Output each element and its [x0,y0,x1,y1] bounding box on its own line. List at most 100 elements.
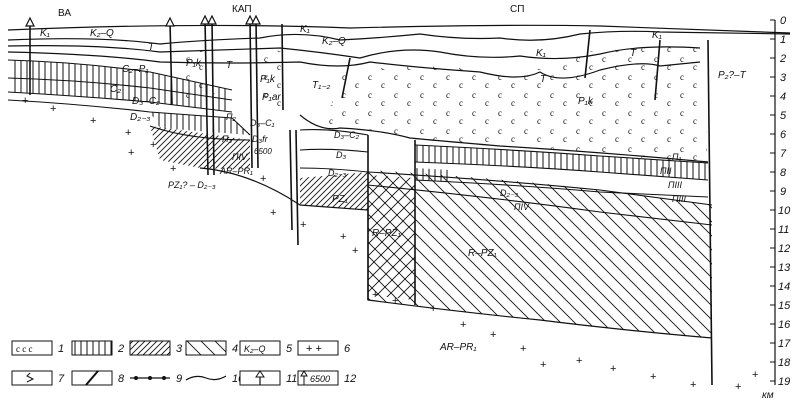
depth-tick-label: 4 [780,91,786,103]
depth-tick-label: 10 [778,205,791,217]
unit-label: P₁k [260,74,276,85]
well-marker [207,14,217,25]
depth-tick-label: 14 [778,281,790,293]
layer-fills [10,45,712,338]
svg-text:+ +: + + [306,343,322,355]
svg-text:+: + [300,219,306,231]
horizon-pi2 [414,161,709,181]
unit-label: ΠIII [668,180,683,190]
depth-tick-label: 16 [778,319,791,331]
unit-label: ΠIV [514,202,530,212]
unit-label: T [148,42,155,53]
legend-number: 1 [58,343,64,355]
fault-line [211,19,215,176]
svg-text:c c c: c c c [16,344,32,354]
svg-text:+: + [610,363,616,375]
unit-label: K₂–Q [90,28,114,39]
svg-text:+: + [490,329,496,341]
horizon-d23-right [367,171,713,206]
svg-text:+: + [260,173,266,185]
depth-tick-label: 2 [779,53,786,65]
depth-tick-label: 13 [778,262,791,274]
depth-tick-label: 12 [778,243,790,255]
horizon-pi3 [414,179,709,198]
horizon-d3c2-mid [299,129,369,136]
depth-tick-label: 0 [780,15,787,27]
horizon-d23-mid [299,167,369,173]
unit-label: K₁ [652,30,662,41]
horizon-k1 [7,30,791,45]
depth-scale: 0 1 2 3 4 5 6 7 8 9 10 11 12 13 14 15 16… [762,15,791,401]
svg-text:+: + [735,381,741,393]
legend-item: c c c 1 [11,340,64,356]
fault-line [654,39,661,101]
unit-label: T [540,74,547,85]
horizon-c2 [7,77,233,101]
unit-label: C₂ [110,84,121,95]
unit-label: R–PZ₁ [468,248,497,259]
horizon-k1-b [7,45,701,60]
faults [29,19,713,386]
depth-unit: км [762,390,774,401]
depth-tick-label: 9 [780,186,786,198]
pz1-zone-mid [300,172,368,210]
legend-item: 11 [239,370,297,386]
svg-text:+: + [372,289,378,301]
svg-text:+: + [540,359,546,371]
unit-label: D₂₋₃ [328,168,347,178]
unit-label: T₁₋₂ [312,80,331,91]
svg-text:+: + [50,103,56,115]
pz1-zone-left [150,126,250,170]
legend-item: 10 [185,373,245,385]
legend-item: 4 [185,340,238,356]
fault-line [295,129,299,246]
unit-label: D₃–C₂ [334,130,360,140]
svg-text:+: + [690,379,696,391]
unit-label: D₃–C₁ [250,118,275,128]
legend-item: 2 [71,340,124,356]
unit-label: D₂₋₃ [130,112,150,123]
unit-label: PZ₁ [332,194,348,205]
unit-label: T [226,60,233,71]
r-pz1-left [368,175,415,300]
legend-number: 12 [344,373,356,385]
depth-tick-label: 1 [780,34,786,46]
basement-crosses: +++ +++ +++ +++ +++ +++ +++ +++ + [22,95,758,393]
legend-number: 9 [176,373,182,385]
fault-line [584,29,591,79]
unit-label: ΠIV [232,152,248,162]
legend-item: 8 [71,370,125,386]
carbonate-layer-left [10,60,230,112]
well-marker [251,14,261,25]
unit-label: Π₃ [222,134,233,144]
unit-label: 6500 [254,147,272,156]
svg-text:+: + [270,207,276,219]
depth-tick-label: 18 [778,357,791,369]
unit-label: P₂?–T [718,70,747,81]
depth-tick-label: 15 [778,300,791,312]
depth-tick-label: 3 [780,72,787,84]
unit-label: P₁k [186,58,202,69]
unit-label: D₃ [336,150,346,160]
fault-line [255,19,259,169]
profile-label-kap: КАП [232,4,252,15]
unit-label: K₂–Q [322,36,346,47]
well-marker [200,14,210,25]
fault-line [289,129,293,231]
svg-text:+: + [392,295,398,307]
svg-text:+: + [150,139,156,151]
svg-text:+: + [650,371,656,383]
horizon-d23 [7,99,251,136]
unit-label: ΠII [660,166,672,176]
legend: c c c 1 2 3 4 K₂–Q 5 + + 6 7 [11,340,356,386]
carbonate-band-right [415,145,708,180]
profile-label-va: ВА [58,8,71,19]
legend-number: 3 [176,343,183,355]
svg-text:+: + [752,369,758,381]
well-marker [245,14,255,25]
well-marker [165,16,175,27]
well-marker [25,16,35,27]
legend-number: 11 [286,373,297,385]
horizon-surface [7,24,791,34]
unit-label: K₁ [300,24,310,35]
